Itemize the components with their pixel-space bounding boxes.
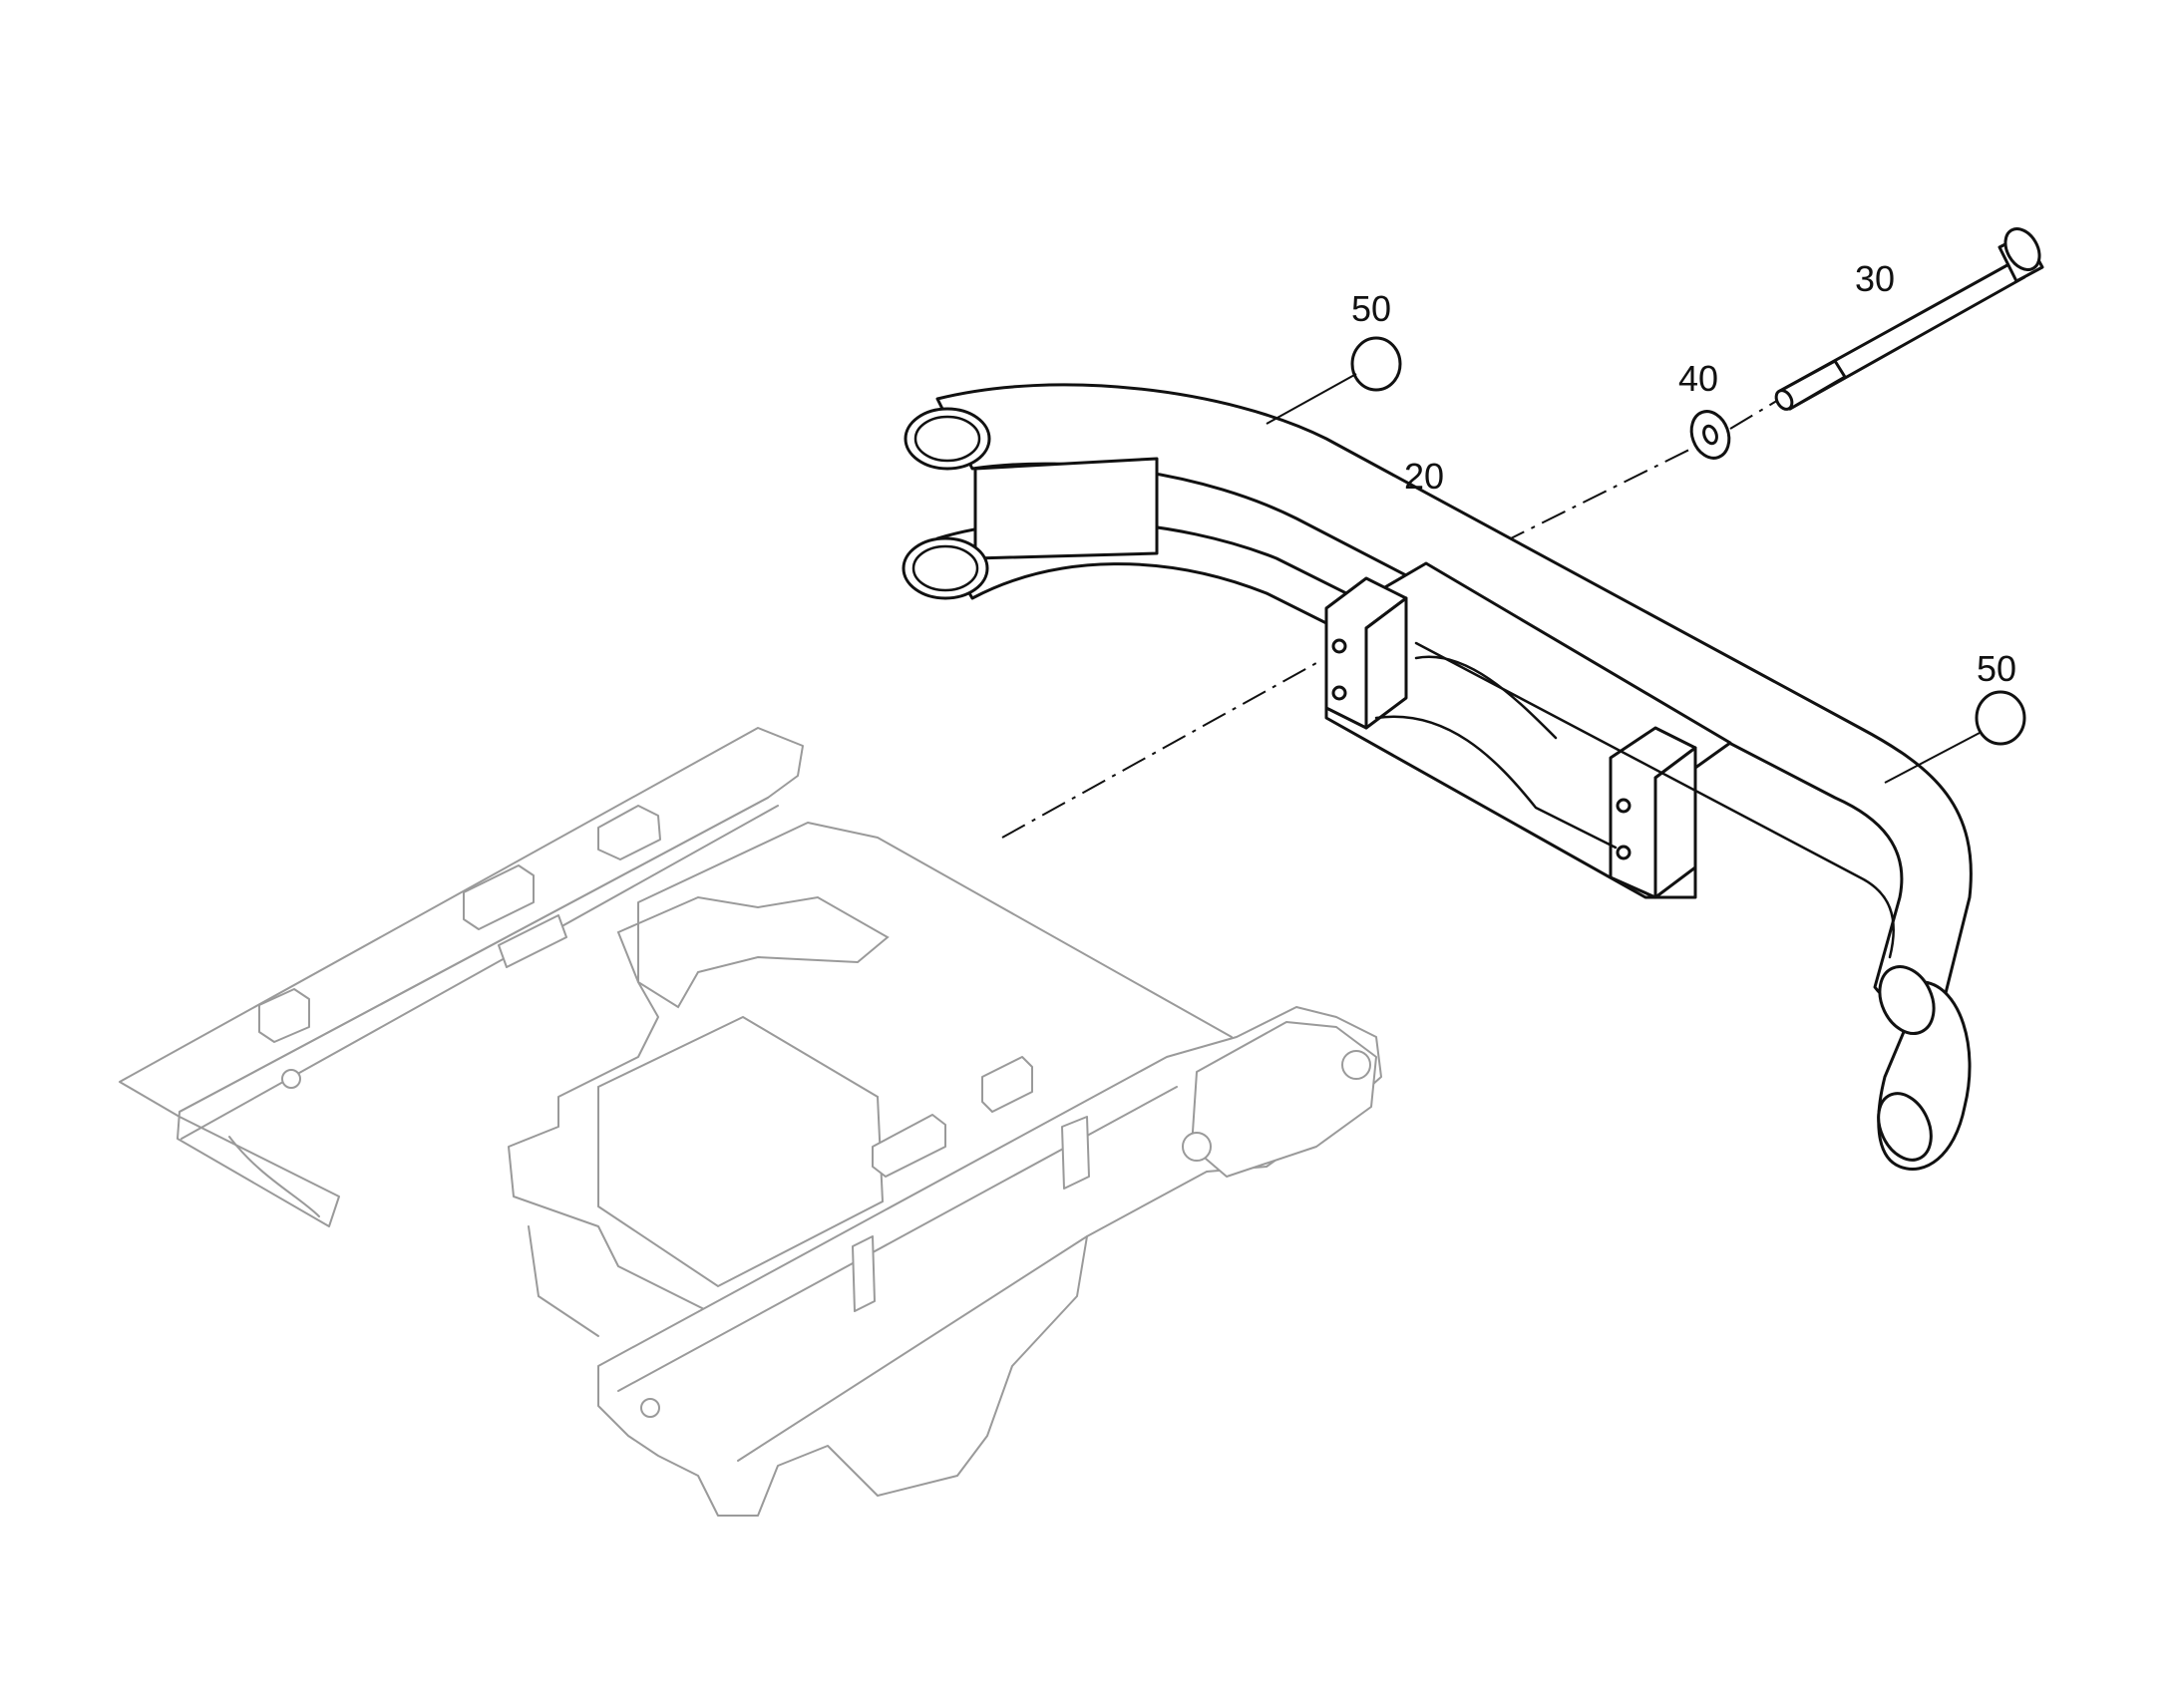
callout-30: 30 bbox=[1855, 258, 1895, 299]
bolt-head-end bbox=[2003, 227, 2041, 271]
frame-bolt-1 bbox=[640, 1398, 660, 1418]
frame-center-inner bbox=[597, 1015, 885, 1288]
cap-right-shape bbox=[1975, 690, 2026, 746]
frame-block-4 bbox=[852, 1235, 876, 1312]
leader-50-right bbox=[1884, 732, 1981, 784]
leader-50-top bbox=[1266, 373, 1357, 425]
bolt-tip bbox=[1774, 389, 1794, 411]
frame-left-lug-3 bbox=[258, 988, 310, 1043]
frame-block-2 bbox=[981, 1056, 1033, 1113]
callout-50-right: 50 bbox=[1977, 648, 2016, 689]
axis-line-bolt bbox=[1729, 398, 1781, 430]
frame-left-rail-edge bbox=[179, 797, 779, 1140]
guard-tube-end-lower-inner bbox=[911, 544, 979, 592]
guard-tube-end-right-lower bbox=[1877, 1092, 1933, 1162]
axis-line-lower bbox=[1001, 662, 1317, 839]
guard-clamp-block-left-face bbox=[1364, 596, 1408, 730]
part-50-cap-right bbox=[1975, 690, 2026, 746]
frame-pin-hole-1 bbox=[1341, 1050, 1371, 1080]
callout-50-top: 50 bbox=[1351, 288, 1391, 329]
guard-clamp-hole-4 bbox=[1616, 845, 1632, 860]
part-40-washer bbox=[1689, 410, 1731, 460]
guard-tube-end-upper bbox=[904, 407, 991, 471]
callout-labels: 20 30 40 50 50 bbox=[1351, 258, 2016, 689]
part-30-bolt bbox=[1774, 227, 2044, 411]
axis-line-upper bbox=[1500, 436, 1716, 544]
frame-left-plate bbox=[498, 914, 567, 968]
guard-tube-end-lower bbox=[902, 536, 989, 600]
frame-lower-leg bbox=[228, 1136, 599, 1337]
guard-inner-rail bbox=[1414, 641, 1895, 959]
frame-left-lug-1 bbox=[597, 805, 661, 860]
part-50-cap-top bbox=[1350, 336, 1402, 392]
guard-tube-end-right-upper bbox=[1878, 965, 1936, 1035]
guard-connector-plate bbox=[973, 457, 1159, 560]
frame-block-3 bbox=[1061, 1116, 1090, 1190]
frame-center-bracket bbox=[616, 895, 890, 1009]
frame-left-lug-2 bbox=[463, 864, 535, 930]
part-20-guard-frame bbox=[902, 383, 1973, 1171]
guard-clamp-hole-1 bbox=[1331, 638, 1347, 654]
cap-top-shape bbox=[1350, 336, 1402, 392]
assembly-axis bbox=[1001, 398, 1781, 839]
leader-lines bbox=[1266, 373, 1981, 784]
frame-block-1 bbox=[872, 1114, 946, 1178]
guard-clamp-hole-3 bbox=[1616, 798, 1632, 814]
guard-clamp-lower-bar bbox=[1374, 655, 1618, 850]
guard-tube-end-upper-inner bbox=[913, 415, 981, 463]
washer-inner bbox=[1702, 424, 1718, 446]
frame-right-rail bbox=[597, 1006, 1382, 1517]
machine-frame bbox=[119, 727, 1382, 1517]
guard-clamp-hole-2 bbox=[1331, 685, 1347, 701]
frame-bolt-2 bbox=[281, 1069, 301, 1089]
callout-20: 20 bbox=[1404, 456, 1444, 497]
callout-40: 40 bbox=[1678, 358, 1718, 399]
frame-pin-hole-2 bbox=[1182, 1132, 1212, 1162]
